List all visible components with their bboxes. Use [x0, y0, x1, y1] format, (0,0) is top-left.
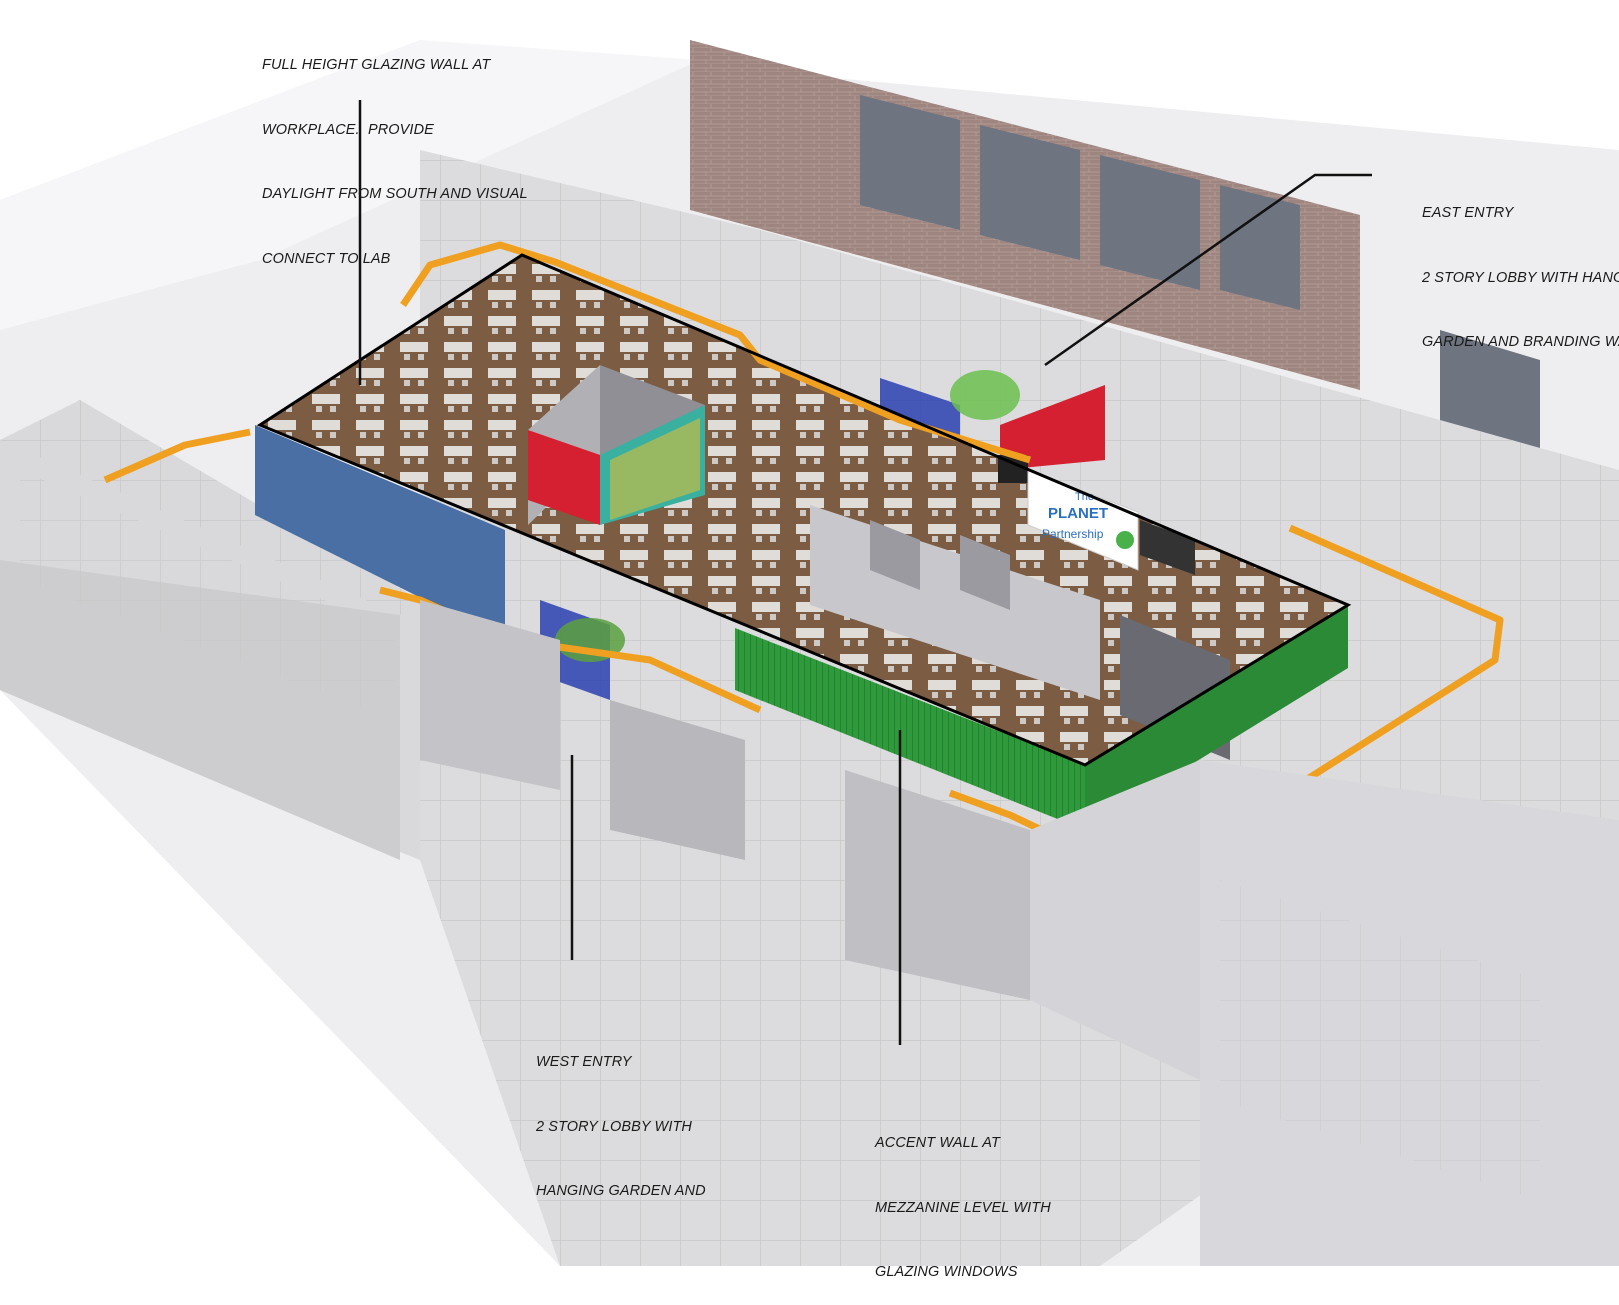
branding-wall: The PLANET Partnership — [1027, 469, 1139, 571]
mezzanine-outline — [256, 253, 1352, 767]
accent-wall-callout-line-3: GLAZING WINDOWS — [875, 1264, 1018, 1280]
west-entry-callout-line-2: 2 STORY LOBBY WITH — [536, 1118, 692, 1135]
north-brick-facade — [690, 40, 1540, 460]
blue-accent-wall — [255, 425, 505, 640]
glazing-callout-line-3: DAYLIGHT FROM SOUTH AND VISUAL — [262, 186, 528, 202]
south-facade-walls — [420, 600, 1619, 1266]
glazing-callout-line-4: CONNECT TO LAB — [262, 250, 391, 267]
west-entry-callout: WEST ENTRY 2 STORY LOBBY WITH HANGING GA… — [536, 1009, 706, 1224]
accent-wall-callout-line-1: ACCENT WALL AT — [875, 1135, 1000, 1151]
west-entry-callout-line-3: HANGING GARDEN AND — [536, 1183, 706, 1199]
east-entry-callout-line-1: EAST ENTRY — [1422, 205, 1514, 221]
isometric-building-diagram: The PLANET Partnership — [0, 40, 1619, 1266]
east-entry-callout: EAST ENTRY 2 STORY LOBBY WITH HANG GARDE… — [1422, 160, 1619, 375]
accent-wall-callout: ACCENT WALL AT MEZZANINE LEVEL WITH GLAZ… — [875, 1090, 1051, 1305]
east-entry-callout-line-3: GARDEN AND BRANDING WA — [1422, 334, 1619, 350]
branding-line-2: PLANET — [1048, 505, 1108, 522]
glazing-callout-line-2: WORKPLACE. PROVIDE — [262, 121, 434, 138]
red-east-wall — [1000, 385, 1105, 470]
west-entry-callout-line-1: WEST ENTRY — [536, 1054, 632, 1070]
red-accent-wall — [528, 430, 600, 525]
east-entry-leader — [1044, 173, 1372, 367]
green-accent-wall — [735, 628, 1085, 830]
accent-walls — [255, 378, 1348, 830]
east-entry-callout-line-2: 2 STORY LOBBY WITH HANG — [1422, 269, 1619, 286]
west-curtain-wall — [0, 400, 420, 860]
branding-line-3: Partnership — [1042, 527, 1104, 541]
glazing-wall-callout: FULL HEIGHT GLAZING WALL AT WORKPLACE. P… — [262, 12, 528, 292]
glazing-callout-line-1: FULL HEIGHT GLAZING WALL AT — [262, 57, 491, 73]
accent-wall-callout-line-2: MEZZANINE LEVEL WITH — [875, 1199, 1051, 1216]
east-lobby-blue-glass — [880, 378, 960, 440]
leader-lines — [358, 100, 1372, 1045]
